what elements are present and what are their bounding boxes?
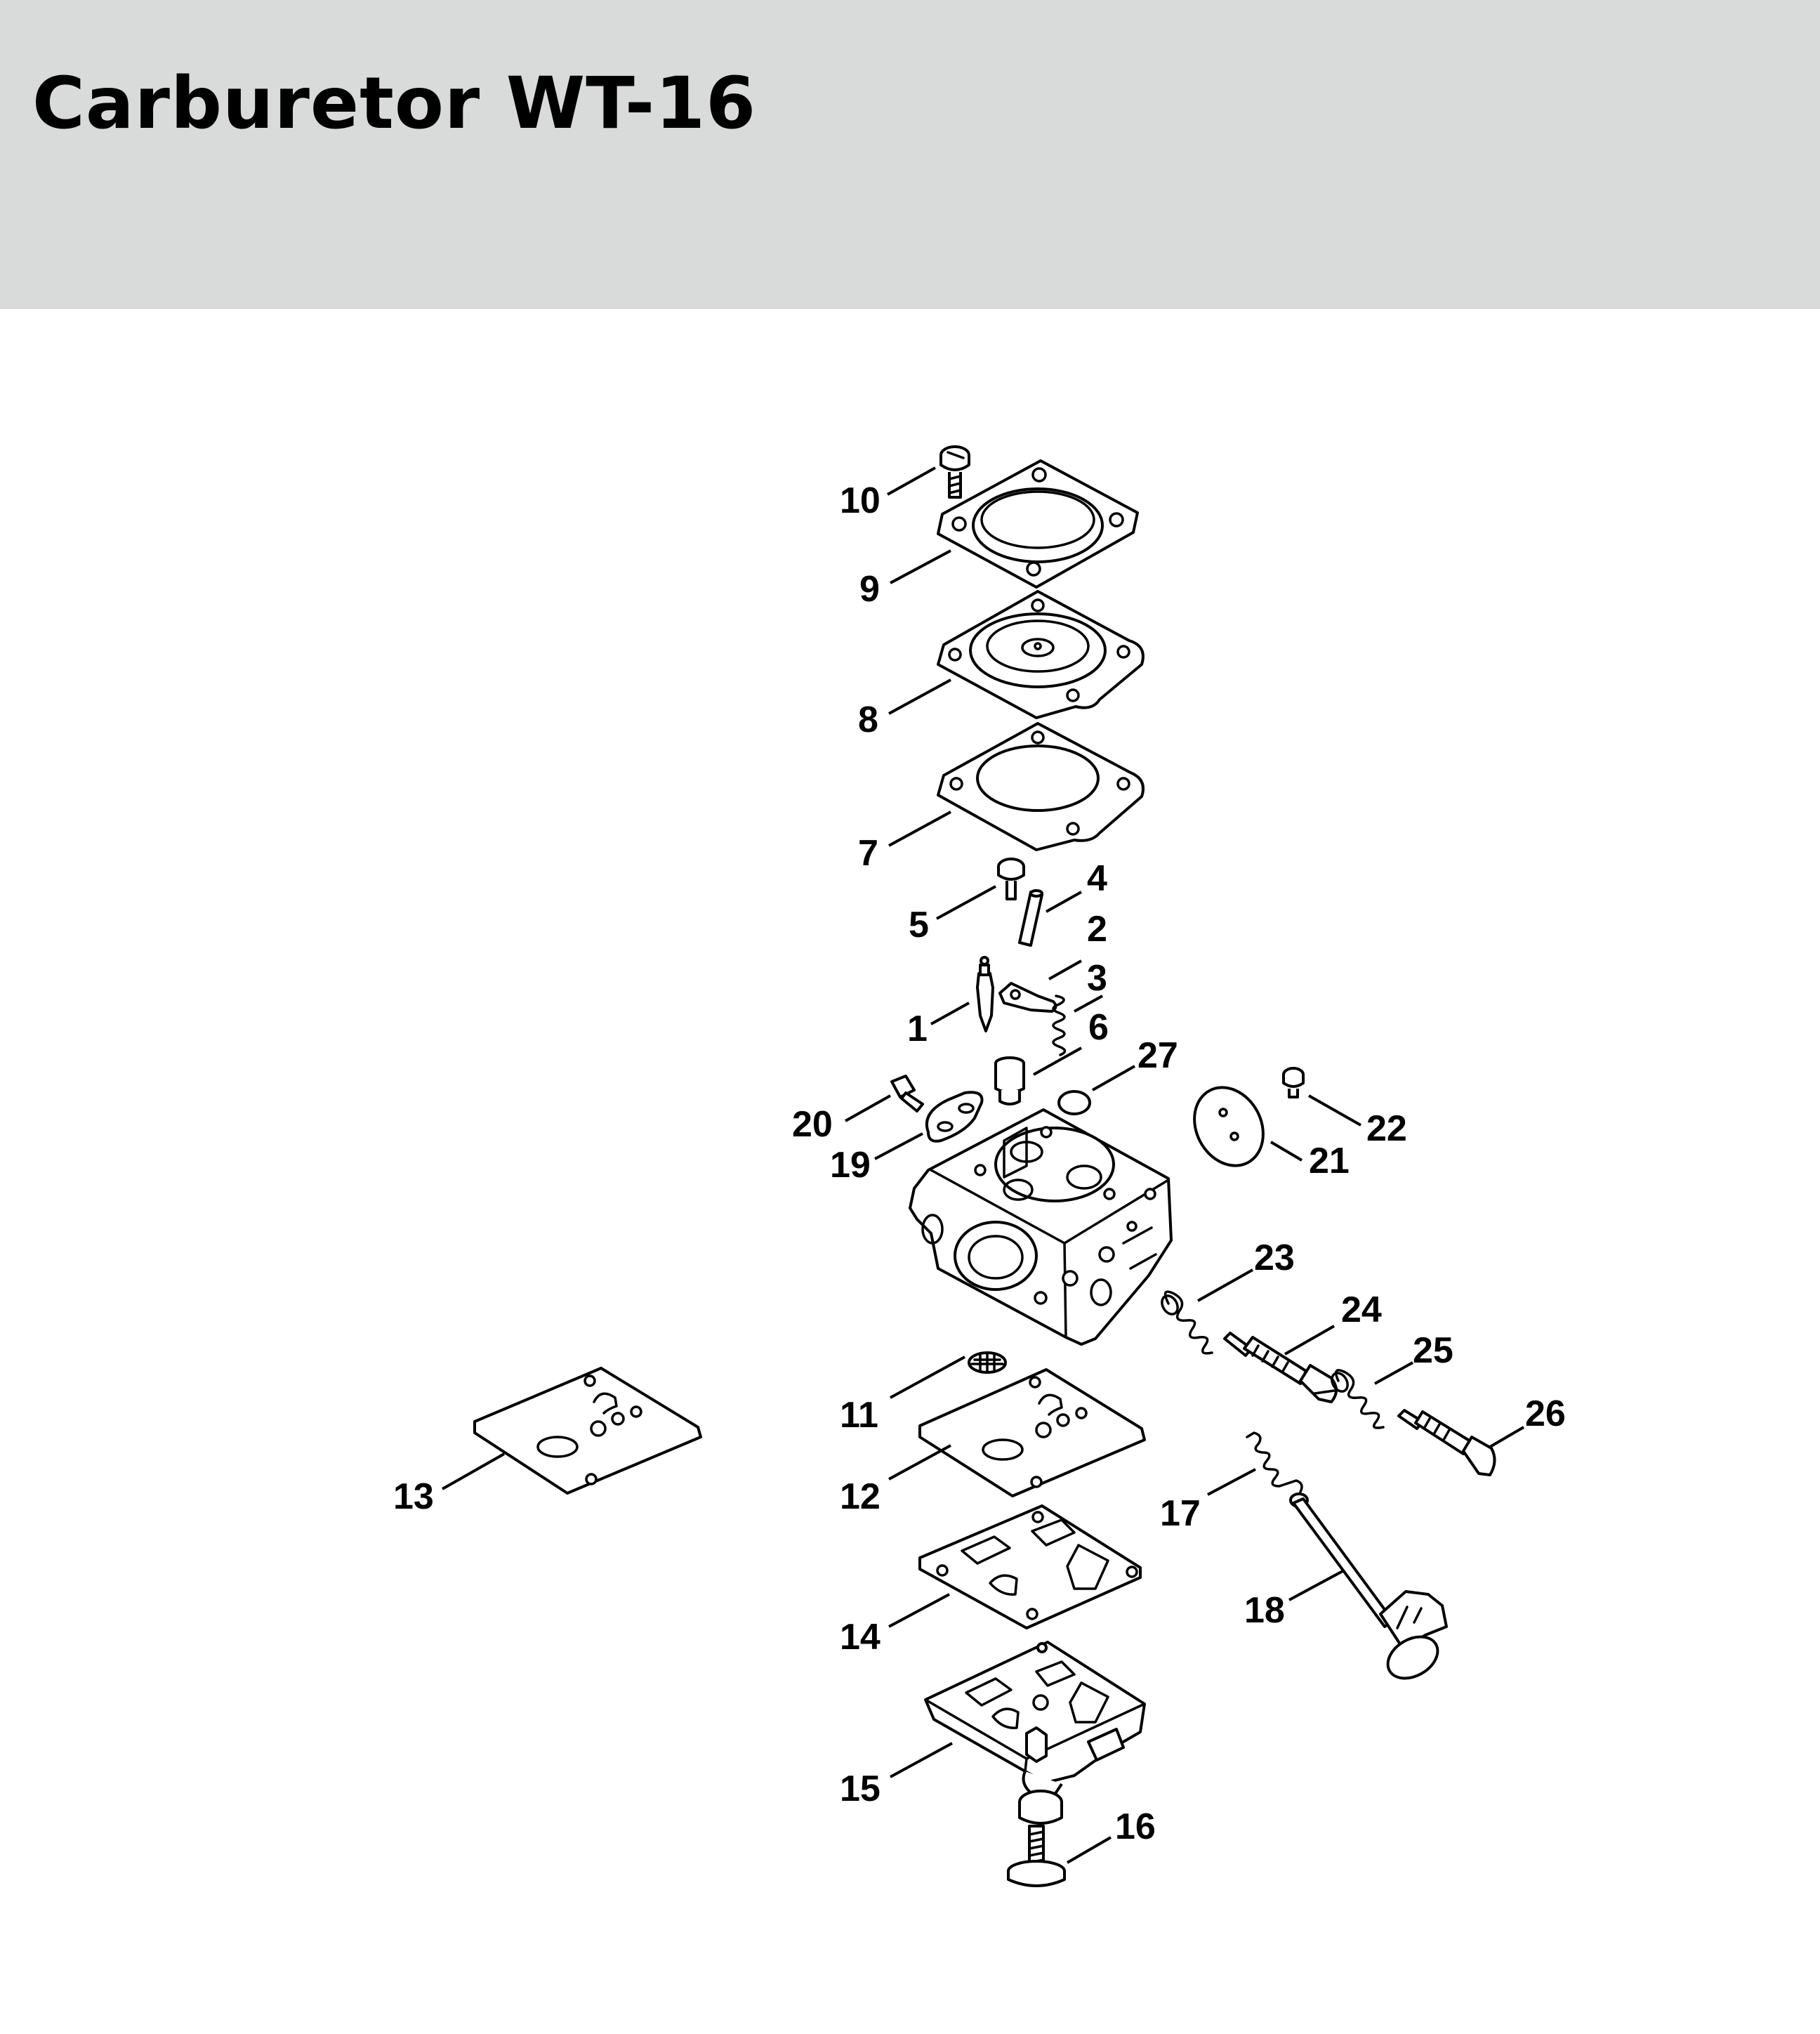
spring-icon [1052, 995, 1067, 1056]
part-label-21: 21 [1309, 1141, 1350, 1181]
gasket-icon [918, 1504, 1142, 1629]
leader-lines [442, 466, 1525, 1864]
part-label-23: 23 [1254, 1238, 1295, 1278]
adjusting-screw-icon [1397, 1409, 1496, 1476]
screw-icon [939, 445, 970, 499]
part-label-26: 26 [1525, 1393, 1566, 1434]
part-label-7: 7 [858, 833, 878, 874]
page-title: Carburetor WT-16 [32, 62, 757, 145]
choke-shaft-icon [1289, 1492, 1448, 1680]
cover-plate-icon [937, 459, 1139, 589]
fuel-pump-valve-icon [994, 1056, 1025, 1105]
spring-icon [1331, 1369, 1385, 1429]
spring-icon [1161, 1290, 1213, 1355]
part-label-17: 17 [1160, 1493, 1201, 1534]
part-label-3: 3 [1087, 958, 1107, 999]
part-label-8: 8 [858, 700, 878, 740]
screw-icon [890, 1075, 924, 1113]
welch-plug-icon [1057, 1090, 1091, 1115]
part-label-27: 27 [1138, 1035, 1178, 1076]
gasket-icon [937, 722, 1145, 851]
inlet-needle-icon [976, 956, 994, 1032]
part-label-24: 24 [1341, 1290, 1382, 1330]
torsion-spring-icon [1246, 1431, 1303, 1493]
throttle-shutter-icon [1193, 1086, 1265, 1167]
carburetor-body-icon [909, 1108, 1173, 1346]
part-label-12: 12 [840, 1476, 881, 1517]
part-number-labels: 10 9 8 7 5 4 2 3 1 6 27 20 19 22 21 23 2… [393, 480, 1566, 1847]
part-label-19: 19 [830, 1145, 871, 1186]
part-label-11: 11 [840, 1395, 878, 1436]
spindle-pin-icon [1018, 889, 1043, 947]
part-label-20: 20 [792, 1104, 833, 1145]
strainer-icon [968, 1351, 1007, 1374]
part-label-6: 6 [1088, 1007, 1109, 1048]
screw-icon [997, 858, 1025, 900]
part-label-18: 18 [1244, 1590, 1285, 1631]
part-label-2: 2 [1087, 909, 1107, 950]
part-label-4: 4 [1087, 858, 1107, 899]
end-cover-icon [924, 1641, 1146, 1825]
screw-icon [1282, 1067, 1305, 1098]
part-label-13: 13 [393, 1476, 434, 1517]
part-label-22: 22 [1366, 1108, 1407, 1149]
header-bar: Carburetor WT-16 [0, 0, 1820, 309]
part-label-5: 5 [909, 905, 929, 945]
part-label-16: 16 [1115, 1806, 1156, 1847]
adjusting-screw-icon [1223, 1332, 1338, 1403]
retainer-icon [925, 1091, 984, 1143]
part-label-1: 1 [907, 1009, 928, 1049]
control-lever-icon [998, 982, 1057, 1013]
fillister-screw-icon [1007, 1825, 1066, 1887]
part-label-9: 9 [859, 569, 880, 610]
metering-diaphragm-icon [937, 590, 1145, 719]
part-label-14: 14 [840, 1617, 881, 1658]
part-label-10: 10 [840, 480, 881, 521]
part-label-15: 15 [840, 1769, 881, 1809]
pump-diaphragm-icon [918, 1368, 1146, 1497]
pump-diaphragm-icon [473, 1367, 702, 1495]
part-label-25: 25 [1413, 1330, 1453, 1371]
